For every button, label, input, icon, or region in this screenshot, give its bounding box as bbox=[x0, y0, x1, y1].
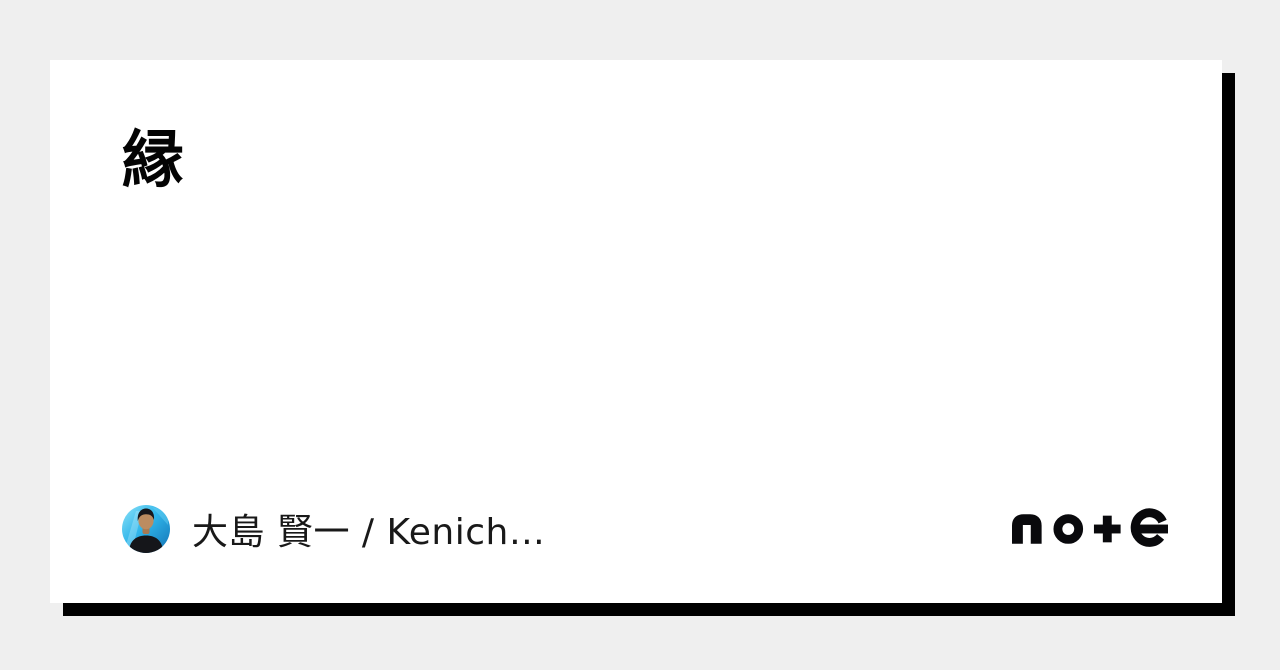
article-share-card: 縁 bbox=[50, 60, 1222, 603]
note-wordmark-icon bbox=[1012, 508, 1168, 547]
author-row: 大島 賢一 / Kenich… bbox=[122, 503, 545, 555]
author-name: 大島 賢一 / Kenich… bbox=[192, 512, 546, 553]
card-footer: 大島 賢一 / Kenich… bbox=[122, 503, 1168, 555]
note-logo bbox=[1012, 506, 1168, 552]
article-title: 縁 bbox=[122, 123, 186, 196]
author-avatar bbox=[122, 505, 170, 553]
avatar-photo-icon bbox=[122, 505, 170, 553]
